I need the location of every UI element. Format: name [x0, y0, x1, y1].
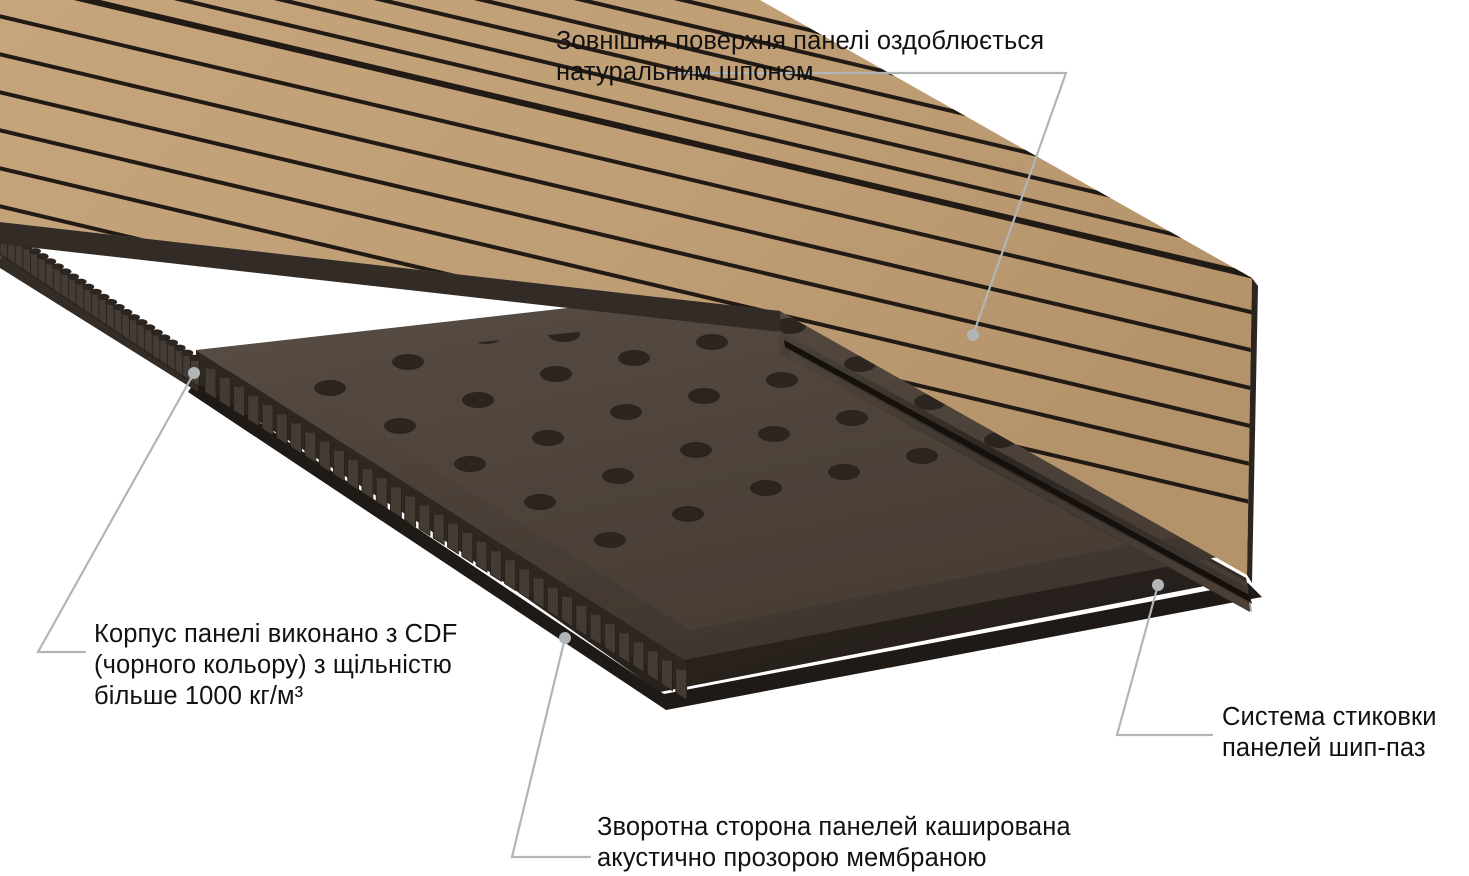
core-comb-tooth-cap — [246, 389, 261, 397]
tongue-and-groove-edge — [778, 330, 1252, 612]
core-comb-tooth-cap — [303, 425, 318, 433]
core-comb-tooth-cap — [417, 498, 432, 506]
core-comb-tooth-cap — [503, 553, 518, 561]
core-comb-tooth-cap — [588, 608, 603, 616]
core-edge-rib-cap — [51, 263, 64, 270]
veneer-groove — [39, 0, 1252, 347]
veneer-groove — [0, 88, 1252, 447]
core-edge-rib-cap — [188, 354, 201, 362]
core-edge-rib-cap — [112, 303, 125, 311]
core-edge-rib-cap — [120, 309, 133, 316]
veneer-groove — [0, 126, 1252, 485]
veneer-groove — [0, 50, 1252, 409]
core-comb-tooth-cap — [531, 571, 546, 579]
core-edge-rib-cap — [82, 283, 95, 291]
leader-core — [36, 371, 196, 654]
leader-joint — [1115, 583, 1214, 737]
core-comb-tooth-cap — [645, 644, 660, 652]
leader-membrane — [510, 636, 592, 859]
core-comb-tooth-cap — [331, 443, 346, 452]
core-comb-tooth-cap — [545, 580, 560, 588]
core-comb-tooth-cap — [602, 617, 617, 625]
leader-dots — [188, 329, 1164, 644]
leader-dot-membrane — [559, 632, 571, 644]
core-comb-tooth-cap — [274, 407, 289, 415]
core-comb-tooth-cap — [360, 462, 375, 470]
core-edge-rib-cap — [59, 268, 72, 275]
core-edge-rib-cap — [135, 319, 148, 326]
leader-dot-veneer — [967, 329, 979, 341]
core-comb-tooth-cap — [460, 526, 475, 534]
leader-lines — [36, 71, 1214, 859]
core-comb-tooth-cap — [674, 662, 689, 670]
leader-veneer — [653, 71, 1068, 337]
core-edge-rib-cap — [150, 329, 163, 336]
callout-core-material: Корпус панелі виконано з CDF (чорного ко… — [94, 620, 458, 710]
core-comb-tooth-cap — [388, 480, 403, 488]
core-comb-tooth-cap — [474, 535, 489, 543]
core-comb-tooth-cap — [431, 507, 446, 515]
veneer-groove — [539, 0, 1252, 347]
callout-veneer-finish: Зовнішня поверхня панелі оздоблюється на… — [556, 27, 1045, 86]
core-comb-tooth-cap — [317, 434, 332, 443]
leader-dot-core — [188, 367, 200, 379]
core-comb-tooth-cap — [374, 471, 389, 479]
veneer-groove — [139, 0, 1252, 347]
core-comb-tooth-cap — [574, 598, 589, 607]
core-edge-rib-cap — [97, 293, 110, 301]
core-comb-tooth-cap — [631, 635, 646, 643]
leader-dot-joint — [1152, 579, 1164, 591]
core-edge-rib-cap — [44, 258, 57, 265]
core-comb-tooth-cap — [203, 361, 218, 370]
core-comb-tooth-cap — [346, 453, 361, 461]
core-comb-tooth-cap — [446, 516, 460, 525]
core-edge-rib-cap — [89, 288, 102, 296]
veneer-slat-face — [0, 0, 1258, 583]
veneer-groove — [0, 0, 1252, 333]
core-edge-rib-cap — [143, 324, 156, 331]
core-comb-tooth-cap — [232, 380, 247, 388]
core-edge-rib-cap — [173, 344, 186, 351]
core-comb-tooth-cap — [488, 544, 503, 552]
core-comb-tooth-cap — [403, 489, 418, 497]
core-edge-rib-cap — [36, 253, 49, 260]
core-comb-tooth-cap — [289, 416, 304, 424]
veneer-groove — [239, 0, 1252, 347]
core-edge-rib-cap — [67, 273, 80, 280]
core-edge-rib-cap — [28, 248, 41, 255]
veneer-groove — [0, 12, 1252, 371]
core-comb-tooth-cap — [517, 562, 532, 570]
core-edge-rib-cap — [105, 298, 118, 306]
core-comb-tooth-cap — [260, 398, 275, 406]
core-edge-rib-cap — [166, 339, 179, 346]
core-edge-rib-cap — [74, 278, 87, 285]
core-comb-tooth-cap — [617, 626, 632, 634]
core-edge-rib-cap — [181, 349, 194, 357]
core-edge-rib-cap — [158, 334, 171, 341]
callout-joint-system: Система стиковки панелей шип-паз — [1222, 703, 1437, 762]
core-edge-rib-cap — [127, 314, 140, 321]
callout-acoustic-membrane: Зворотна сторона панелей каширована акус… — [597, 813, 1071, 872]
core-inner-comb — [203, 361, 689, 701]
core-comb-tooth-cap — [659, 653, 674, 661]
core-left-cut-edge — [0, 227, 201, 392]
core-comb-tooth-cap — [560, 589, 575, 598]
core-comb-tooth-cap — [217, 371, 232, 379]
